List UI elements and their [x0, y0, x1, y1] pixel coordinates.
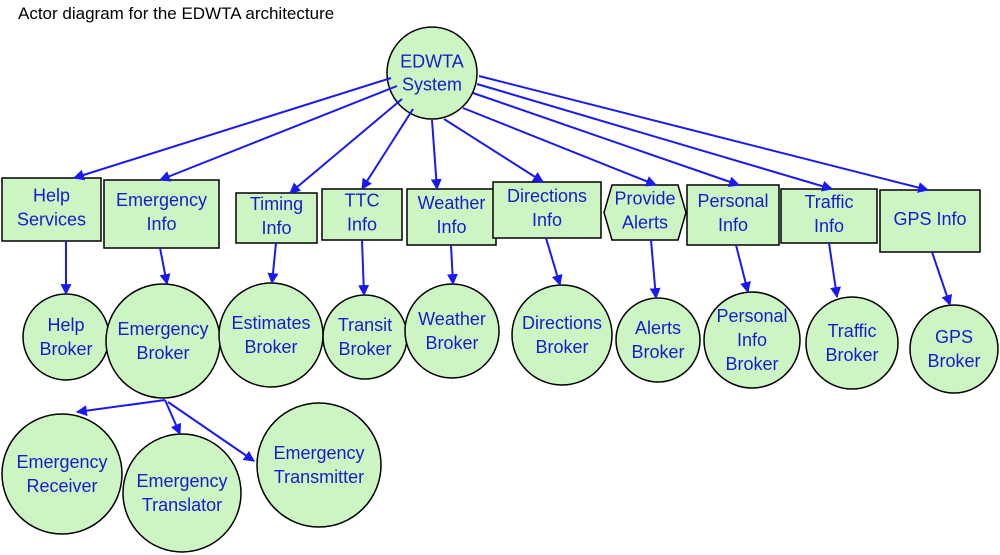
weather-broker-label: Weather [418, 309, 486, 329]
edge-root-to-provide-alerts [462, 107, 658, 187]
edge-weather-info-to-weather-broker [447, 244, 458, 286]
traffic-info-label: Info [814, 216, 844, 236]
emergency-transmitter-label: Transmitter [274, 467, 364, 487]
edge-directions-info-to-directions-broker [545, 237, 563, 287]
personal-info-broker-label: Personal [716, 306, 787, 326]
nodes: EDWTASystemHelpServicesEmergencyInfoTimi… [1, 26, 999, 553]
personal-info-label: Personal [697, 191, 768, 211]
traffic-info-label: Traffic [804, 192, 853, 212]
edge-emergency-broker-to-emergency-translator [164, 399, 182, 436]
emergency-receiver-label: Receiver [26, 476, 97, 496]
help-broker-label: Broker [39, 339, 92, 359]
edge-root-to-weather-info [430, 119, 442, 191]
gps-info-label: GPS Info [893, 209, 966, 229]
timing-info-label: Timing [250, 194, 303, 214]
edge-root-to-ttc-info [361, 108, 414, 190]
node-edwta: EDWTA System [386, 26, 478, 120]
node-gps-broker: GPS Broker [909, 304, 999, 394]
edge-root-to-timing-info [289, 98, 403, 194]
alerts-broker-label: Alerts [635, 318, 681, 338]
emergency-transmitter-label: Emergency [273, 443, 364, 463]
edge-root-to-traffic-info [476, 83, 834, 192]
help-broker-label: Help [47, 315, 84, 335]
edge-root-to-help-services [72, 77, 392, 181]
diagram-title: Actor diagram for the EDWTA architecture [18, 4, 335, 23]
emergency-receiver-label: Emergency [16, 452, 107, 472]
node-ttc-info: TTC Info [321, 188, 403, 241]
traffic-broker-label: Broker [825, 345, 878, 365]
weather-info-label: Info [436, 217, 466, 237]
weather-info-label: Weather [418, 193, 486, 213]
node-gps-info: GPS Info [879, 189, 981, 253]
edge-ttc-info-to-transit-broker [358, 239, 370, 297]
provide-alerts-label: Provide [614, 189, 675, 209]
estimates-broker-label: Broker [244, 337, 297, 357]
edge-root-to-emergency-info [158, 85, 398, 182]
personal-info-label: Info [718, 215, 748, 235]
directions-info-label: Info [532, 210, 562, 230]
edge-traffic-info-to-traffic-broker [828, 242, 841, 299]
edge-emergency-info-to-emergency-broker [159, 247, 171, 286]
personal-info-broker-label: Broker [725, 354, 778, 374]
edwta-label: EDWTA [400, 52, 464, 72]
ttc-info-label: Info [347, 215, 377, 235]
personal-info-broker-label: Info [737, 330, 767, 350]
emergency-info-label: Info [146, 214, 176, 234]
emergency-translator-label: Emergency [136, 471, 227, 491]
edge-emergency-broker-to-emergency-receiver [75, 399, 166, 417]
provide-alerts-label: Alerts [622, 213, 668, 233]
emergency-broker-label: Emergency [117, 319, 208, 339]
edge-gps-info-to-gps-broker [931, 251, 953, 307]
directions-broker-label: Directions [522, 313, 602, 333]
edge-timing-info-to-estimates-broker [267, 242, 279, 285]
edges [60, 75, 953, 462]
edge-provide-alerts-to-alerts-broker [649, 239, 661, 300]
edge-root-to-gps-info [478, 75, 930, 193]
emergency-translator-label: Translator [142, 495, 222, 515]
directions-info-label: Directions [507, 186, 587, 206]
directions-broker-label: Broker [535, 337, 588, 357]
gps-broker-label: GPS [935, 327, 973, 347]
help-services-label: Help [33, 186, 70, 206]
alerts-broker-label: Broker [631, 342, 684, 362]
ttc-info-label: TTC [345, 191, 380, 211]
transit-broker-label: Transit [338, 315, 392, 335]
transit-broker-label: Broker [338, 339, 391, 359]
estimates-broker-label: Estimates [231, 313, 310, 333]
edwta-label: System [402, 75, 462, 95]
timing-info-label: Info [261, 218, 291, 238]
gps-broker-label: Broker [927, 351, 980, 371]
emergency-broker-label: Broker [136, 343, 189, 363]
emergency-info-label: Emergency [116, 190, 207, 210]
edge-personal-info-to-personal-info-broker [735, 244, 751, 294]
edge-root-to-personal-info [472, 92, 741, 187]
edge-root-to-directions-info [443, 118, 544, 183]
help-services-label: Services [17, 210, 86, 230]
weather-broker-label: Broker [425, 333, 478, 353]
traffic-broker-label: Traffic [827, 321, 876, 341]
edge-emergency-broker-to-emergency-transmitter [167, 401, 255, 462]
